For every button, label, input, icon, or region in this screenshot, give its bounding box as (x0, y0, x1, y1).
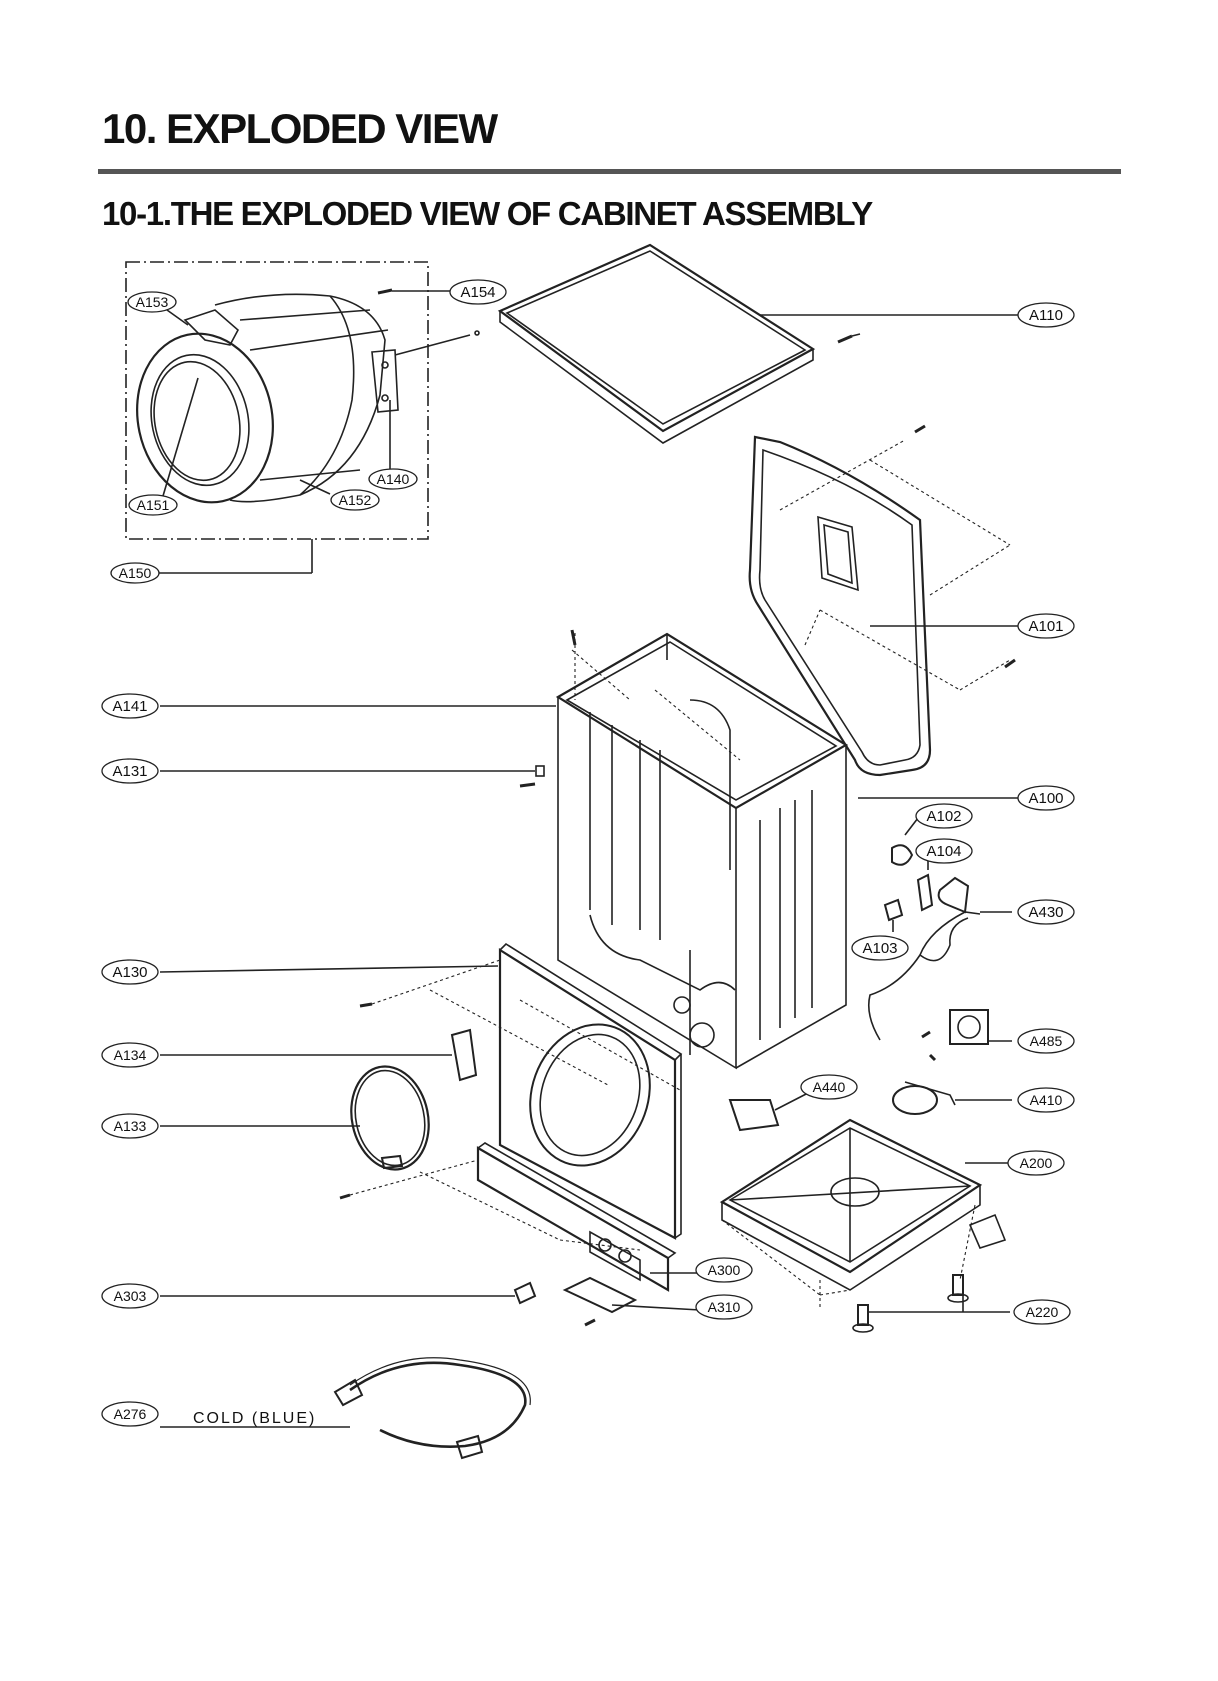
side-panel (748, 435, 1020, 777)
callout-a131: A131 (112, 763, 147, 780)
callout-a130: A130 (112, 964, 147, 981)
callout-a276: A276 (114, 1406, 147, 1422)
part-callouts: A110 A101 A100 A102 A104 A103 A430 A485 … (112, 284, 1063, 1422)
callout-a410: A410 (1030, 1092, 1063, 1108)
callout-a151: A151 (137, 497, 170, 513)
hose-note: COLD (BLUE) (193, 1410, 316, 1427)
callout-a440: A440 (813, 1079, 846, 1095)
callout-a152: A152 (339, 492, 372, 508)
callout-a101: A101 (1028, 618, 1063, 635)
section-title: 10-1.THE EXPLODED VIEW OF CABINET ASSEMB… (102, 195, 873, 232)
callout-a100: A100 (1028, 790, 1063, 807)
lower-panel (476, 1142, 700, 1292)
callout-a154: A154 (460, 284, 495, 301)
cabinet-body (160, 632, 1020, 1070)
callout-a140: A140 (377, 471, 410, 487)
callout-a141: A141 (112, 698, 147, 715)
callout-a133: A133 (114, 1118, 147, 1134)
title-divider (98, 169, 1121, 174)
base-frame (719, 1118, 1012, 1291)
page-title: 10. EXPLODED VIEW (102, 105, 498, 152)
callout-a310: A310 (708, 1299, 741, 1315)
callout-a300: A300 (708, 1262, 741, 1278)
callout-a104: A104 (926, 843, 961, 860)
door-assembly-inset (125, 261, 480, 574)
callout-a103: A103 (862, 940, 897, 957)
callout-a220: A220 (1026, 1304, 1059, 1320)
callout-a200: A200 (1020, 1155, 1053, 1171)
callout-a134: A134 (114, 1047, 147, 1063)
callout-a430: A430 (1028, 904, 1063, 921)
side-panel-guide-lines (779, 439, 1011, 691)
callout-a153: A153 (136, 294, 169, 310)
callout-a150: A150 (119, 565, 152, 581)
top-plate (497, 243, 1020, 444)
front-panel (159, 942, 683, 1240)
callout-a485: A485 (1030, 1033, 1063, 1049)
inlet-hose (160, 1357, 531, 1460)
callout-a110: A110 (1029, 307, 1063, 324)
callout-a303: A303 (114, 1288, 147, 1304)
callout-a102: A102 (926, 808, 961, 825)
